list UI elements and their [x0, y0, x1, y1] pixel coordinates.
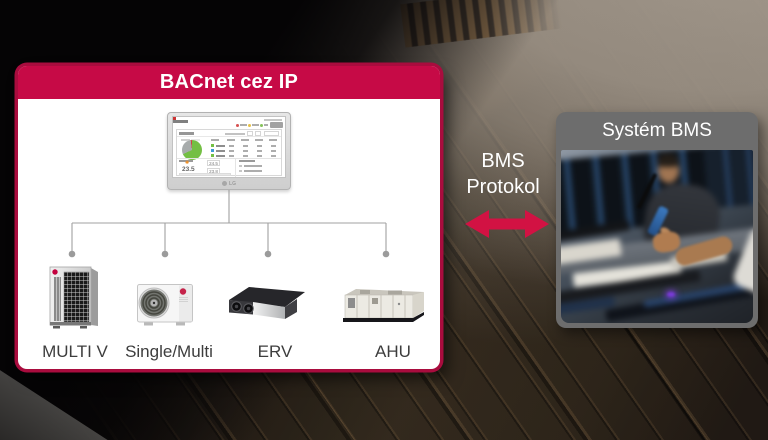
screen-bottom-strip — [179, 173, 231, 176]
lg-logo-text: LG — [229, 180, 236, 187]
screen-topbar — [264, 119, 282, 121]
lg-logo-icon — [222, 181, 228, 186]
monitor-chin: LG — [168, 178, 290, 189]
legend-green-dot — [260, 123, 263, 127]
screen-dashboard-panel: ✺ 23.5 24.5 23.8 — [176, 129, 282, 177]
bms-protocol-label: BMS Protokol — [466, 150, 540, 198]
control-room-photo — [561, 150, 753, 323]
screen-button — [270, 122, 283, 128]
ahu-unit — [343, 289, 424, 322]
screen-main-temp: 23.5 — [182, 166, 195, 173]
legend-red-dot — [236, 123, 239, 127]
tree-connectors — [68, 190, 390, 258]
device-label-erv: ERV — [257, 342, 293, 361]
monitor-screen: ✺ 23.5 24.5 23.8 — [172, 116, 286, 178]
legend-yellow-dot — [248, 123, 251, 127]
device-label-multiv: MULTI V — [42, 342, 108, 361]
card-title: BACnet cez IP — [18, 66, 440, 99]
bms-box-title: Systém BMS — [602, 120, 712, 141]
screen-set-temp: 24.5 — [207, 160, 220, 166]
device-label-singlemulti: Single/Multi — [125, 342, 213, 361]
bms-system-box: Systém BMS — [556, 112, 758, 328]
single-multi-unit — [137, 284, 193, 326]
screen-app-title — [173, 120, 188, 123]
screen-app-icon — [173, 117, 176, 120]
device-label-ahu: AHU — [375, 342, 411, 361]
bidirectional-arrow-icon — [465, 210, 549, 238]
screen-pie-chart — [182, 140, 202, 160]
multi-v-unit — [49, 266, 98, 329]
erv-unit — [229, 287, 305, 319]
monitor: ✺ 23.5 24.5 23.8 LG — [167, 112, 291, 190]
screen-temp-icon: ✺ — [185, 160, 190, 166]
bacnet-card: BACnet cez IP — [18, 66, 440, 369]
